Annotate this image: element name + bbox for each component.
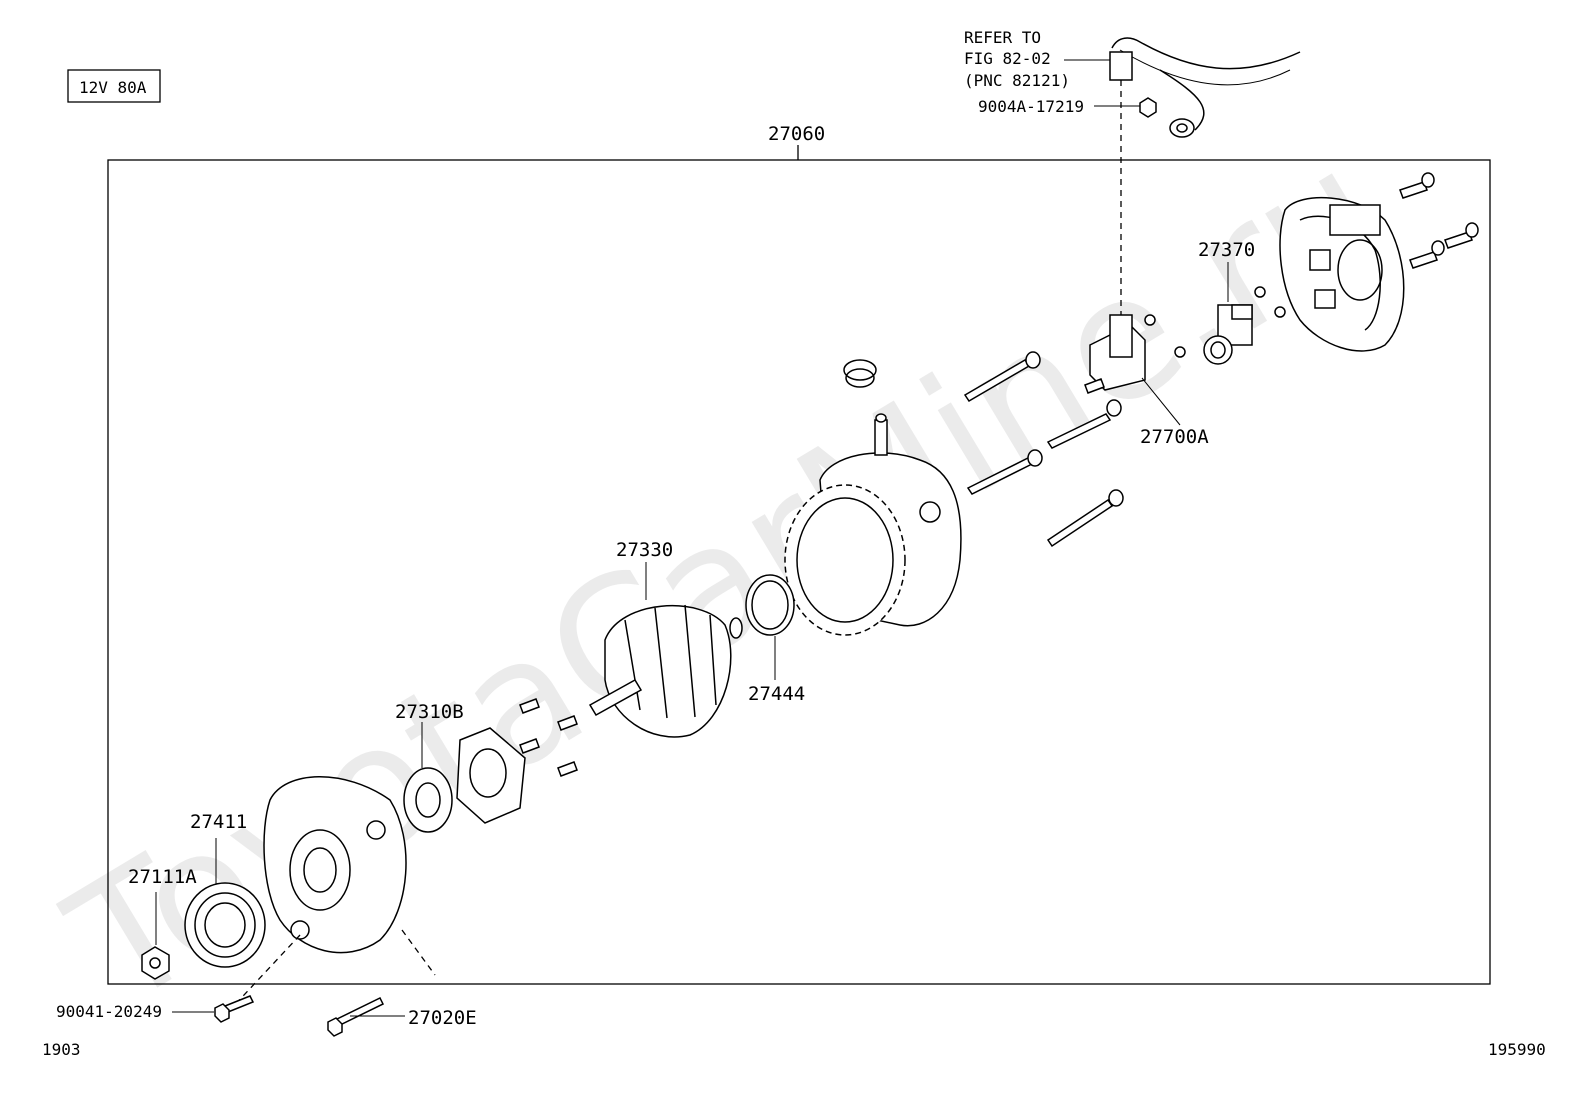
label-9004a-17219: 9004A-17219 bbox=[978, 97, 1084, 116]
through-bolts bbox=[963, 351, 1124, 548]
brush-holder bbox=[1203, 286, 1286, 365]
assembly-frame: 27060 bbox=[107, 123, 1491, 985]
refer-line-3: (PNC 82121) bbox=[964, 71, 1070, 90]
refer-note: REFER TO FIG 82-02 (PNC 82121) bbox=[964, 28, 1112, 90]
label-27700a: 27700A bbox=[1140, 426, 1209, 448]
assembly-label: 27060 bbox=[768, 123, 825, 145]
label-27411: 27411 bbox=[190, 811, 247, 833]
wire-harness bbox=[1109, 37, 1301, 138]
label-27444: 27444 bbox=[748, 683, 805, 705]
cover-screws bbox=[1399, 172, 1479, 269]
bolt-27020e bbox=[327, 996, 385, 1037]
pulley bbox=[184, 882, 266, 968]
label-27020e: 27020E bbox=[408, 1007, 477, 1029]
spring-clip bbox=[843, 359, 877, 388]
refer-line-1: REFER TO bbox=[964, 28, 1041, 47]
drive-end-frame bbox=[263, 776, 407, 954]
pulley-nut bbox=[141, 946, 170, 980]
footer-right-code: 195990 bbox=[1488, 1040, 1546, 1059]
rear-cover bbox=[1279, 197, 1405, 352]
label-27310b: 27310B bbox=[395, 701, 464, 723]
refer-line-2: FIG 82-02 bbox=[964, 49, 1051, 68]
label-27111a: 27111A bbox=[128, 866, 197, 888]
footer-left-code: 1903 bbox=[42, 1040, 81, 1059]
label-27370: 27370 bbox=[1198, 239, 1255, 261]
plate-screws bbox=[519, 698, 578, 777]
retainer-plate bbox=[456, 727, 526, 824]
bearing bbox=[403, 767, 453, 833]
ring-27444 bbox=[745, 574, 795, 636]
spec-label: 12V 80A bbox=[79, 78, 147, 97]
rotor bbox=[588, 604, 743, 738]
bolt-90041 bbox=[214, 995, 255, 1023]
spec-box: 12V 80A bbox=[67, 69, 161, 103]
label-27330: 27330 bbox=[616, 539, 673, 561]
stator-housing bbox=[784, 413, 962, 636]
regulator bbox=[1084, 314, 1186, 394]
label-90041-20249: 90041-20249 bbox=[56, 1002, 162, 1021]
